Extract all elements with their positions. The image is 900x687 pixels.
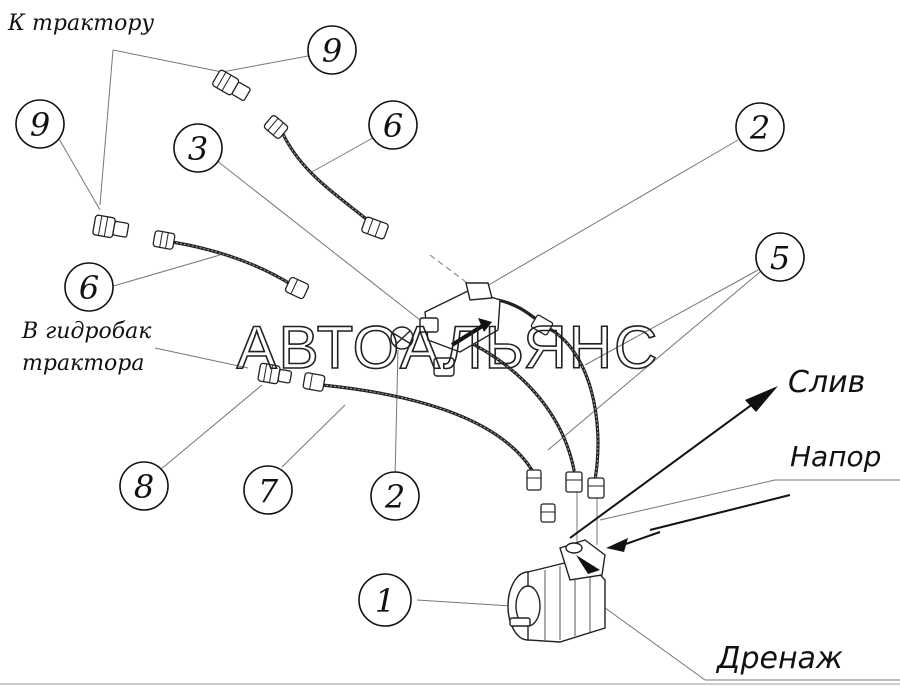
callout-9-top: 9 xyxy=(307,25,357,75)
fitting-8 xyxy=(257,362,293,385)
callout-8: 8 xyxy=(119,461,169,511)
fitting-center-b xyxy=(565,471,583,493)
flow-arrows xyxy=(569,386,791,574)
callout-3: 3 xyxy=(173,123,223,173)
fitting-7-c xyxy=(540,503,556,523)
callout-6-top: 6 xyxy=(368,100,418,150)
svg-text:7: 7 xyxy=(258,472,279,510)
svg-text:9: 9 xyxy=(322,32,342,70)
fitting-6-left-b xyxy=(284,276,310,300)
fitting-7-a xyxy=(302,372,326,392)
fittings xyxy=(92,69,605,523)
to-tank-label-line2: трактора xyxy=(22,351,145,376)
fitting-6-left-a xyxy=(152,230,176,250)
fitting-2-top xyxy=(465,282,493,301)
leader-lines xyxy=(57,49,900,681)
fitting-9-top xyxy=(212,69,251,101)
drain-label: Слив xyxy=(788,365,865,400)
svg-text:9: 9 xyxy=(30,106,50,144)
hose-7 xyxy=(320,383,534,472)
fitting-5-a xyxy=(530,314,554,336)
svg-text:6: 6 xyxy=(383,107,403,145)
svg-text:2: 2 xyxy=(749,109,770,147)
callout-2-top: 2 xyxy=(735,102,785,152)
drainage-label: Дренаж xyxy=(715,641,843,676)
callout-2-bottom: 2 xyxy=(370,471,420,521)
valve-block xyxy=(390,282,501,377)
fitting-6-top-a xyxy=(263,115,289,139)
svg-text:2: 2 xyxy=(384,478,405,516)
fitting-5-b xyxy=(587,477,605,499)
svg-text:5: 5 xyxy=(770,239,790,277)
hose-6-top xyxy=(280,130,367,220)
drainage-arrow-head xyxy=(576,555,600,574)
drain-arrow-line xyxy=(569,394,766,539)
drain-arrow-head xyxy=(745,386,778,412)
watermark-text: АВТОАЛЬЯНС xyxy=(237,314,660,381)
svg-text:1: 1 xyxy=(375,582,395,620)
pressure-arrow-head xyxy=(606,538,628,552)
fitting-7-b xyxy=(526,469,542,491)
callout-1: 1 xyxy=(358,573,412,627)
callout-5: 5 xyxy=(755,232,805,282)
fitting-9-left xyxy=(92,214,130,239)
callout-6-left: 6 xyxy=(64,262,114,312)
fitting-6-top-b xyxy=(361,216,389,240)
to-tank-label-line1: В гидробак xyxy=(21,319,152,344)
svg-text:6: 6 xyxy=(79,269,99,307)
to-tractor-label: К трактору xyxy=(7,11,154,36)
svg-text:3: 3 xyxy=(188,130,208,168)
callout-7: 7 xyxy=(243,465,293,515)
svg-text:8: 8 xyxy=(134,468,154,506)
callout-9-left: 9 xyxy=(15,99,65,149)
hydraulic-pump xyxy=(507,539,606,643)
pressure-label: Напор xyxy=(790,440,881,473)
fitting-2-bottom xyxy=(433,357,455,377)
